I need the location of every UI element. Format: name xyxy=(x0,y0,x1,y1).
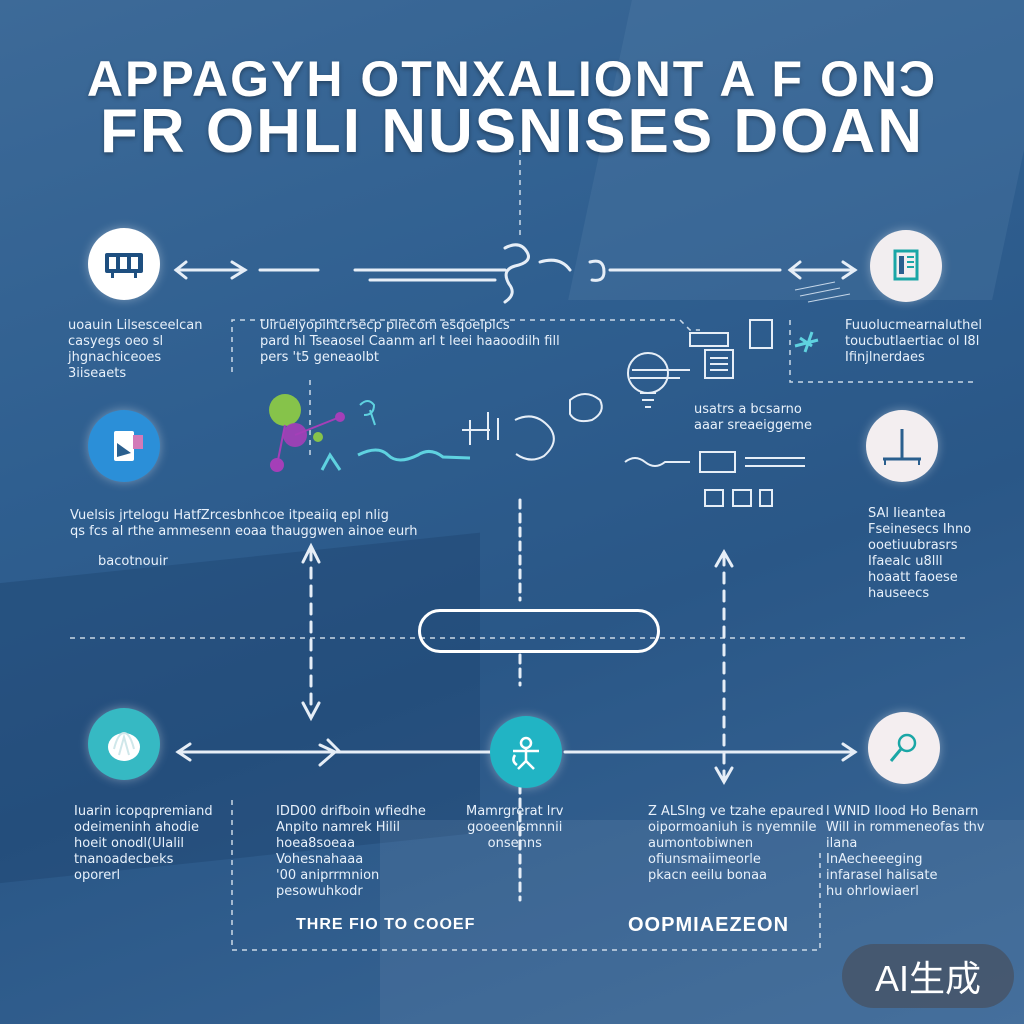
central-process-box[interactable] xyxy=(418,609,660,653)
teal-glyph xyxy=(359,400,376,426)
mid-right-box-3 xyxy=(759,489,773,507)
top-right-doc-a xyxy=(704,349,734,379)
mid-right-node[interactable] xyxy=(866,410,938,482)
mid-center-glyph xyxy=(462,412,555,461)
top-right-lightbulb-circle xyxy=(627,352,669,394)
cloud-icon xyxy=(108,731,140,761)
footer-label-right: OOPMIAEZEON xyxy=(628,914,790,936)
user-network-icon xyxy=(512,736,539,770)
bottom-center-node[interactable] xyxy=(490,716,562,788)
ai-generated-badge: AI生成 xyxy=(842,944,1014,1008)
top-left-arrow-head-l xyxy=(173,260,188,280)
top-right-node[interactable] xyxy=(870,230,942,302)
left-vertical-arrow-down xyxy=(301,701,321,722)
colorful-blob-cluster xyxy=(269,394,471,472)
top-right-doc-b xyxy=(749,319,773,349)
green-dot xyxy=(313,432,323,442)
mid-right-box-2 xyxy=(732,489,752,507)
server-rack-icon xyxy=(105,253,143,278)
mid-left-node[interactable] xyxy=(88,410,160,482)
right-vertical-arrow-up xyxy=(714,548,734,568)
bottom-middle-mark xyxy=(318,738,342,767)
right-vertical-arrow-down xyxy=(714,766,734,786)
bottom-right-node[interactable] xyxy=(868,712,940,784)
top-right-lightbulb-base xyxy=(630,369,690,408)
title-line-1: APPAGYH OTNXALIONT A F ONƆ xyxy=(86,51,938,107)
footer-label-left: THRE FIO TO COOEF xyxy=(296,916,476,933)
chart-axis-icon xyxy=(883,429,921,465)
bottom-left-arrow-head xyxy=(175,742,192,762)
magnifier-icon xyxy=(889,733,917,762)
purple-link xyxy=(276,416,341,466)
title-line-2: FR OHLI NUSNISES DOAN xyxy=(100,97,924,166)
top-left-node[interactable] xyxy=(88,228,160,300)
mid-right-diagram-lines xyxy=(624,451,805,473)
phone-document-icon xyxy=(114,431,143,461)
top-left-arrow-head-r xyxy=(230,260,248,280)
mid-center-bubble xyxy=(569,393,603,423)
top-center-glyph xyxy=(503,243,606,304)
top-dotted-frame xyxy=(231,319,700,372)
green-blob xyxy=(269,394,301,426)
top-right-teal-mark xyxy=(794,331,819,353)
right-dotted-frame xyxy=(789,320,975,383)
teal-scribble xyxy=(320,448,471,471)
mid-right-box-1 xyxy=(704,489,724,507)
top-right-doc-a-lines xyxy=(710,357,728,371)
top-right-arrow-tail xyxy=(787,260,802,280)
caption-mid-left: Vuelsis jrtelogu HatfZrcesbnhcoe itpeaii… xyxy=(70,508,418,569)
top-right-arrow-head xyxy=(841,260,858,280)
top-right-sketch xyxy=(794,281,851,303)
bottom-left-node[interactable] xyxy=(88,708,160,780)
left-vertical-arrow-up xyxy=(301,542,321,564)
bottom-right-arrow-head xyxy=(841,742,858,762)
document-icon xyxy=(893,249,919,281)
top-right-doc-c xyxy=(689,332,729,347)
bottom-dotted-frame xyxy=(231,800,821,951)
